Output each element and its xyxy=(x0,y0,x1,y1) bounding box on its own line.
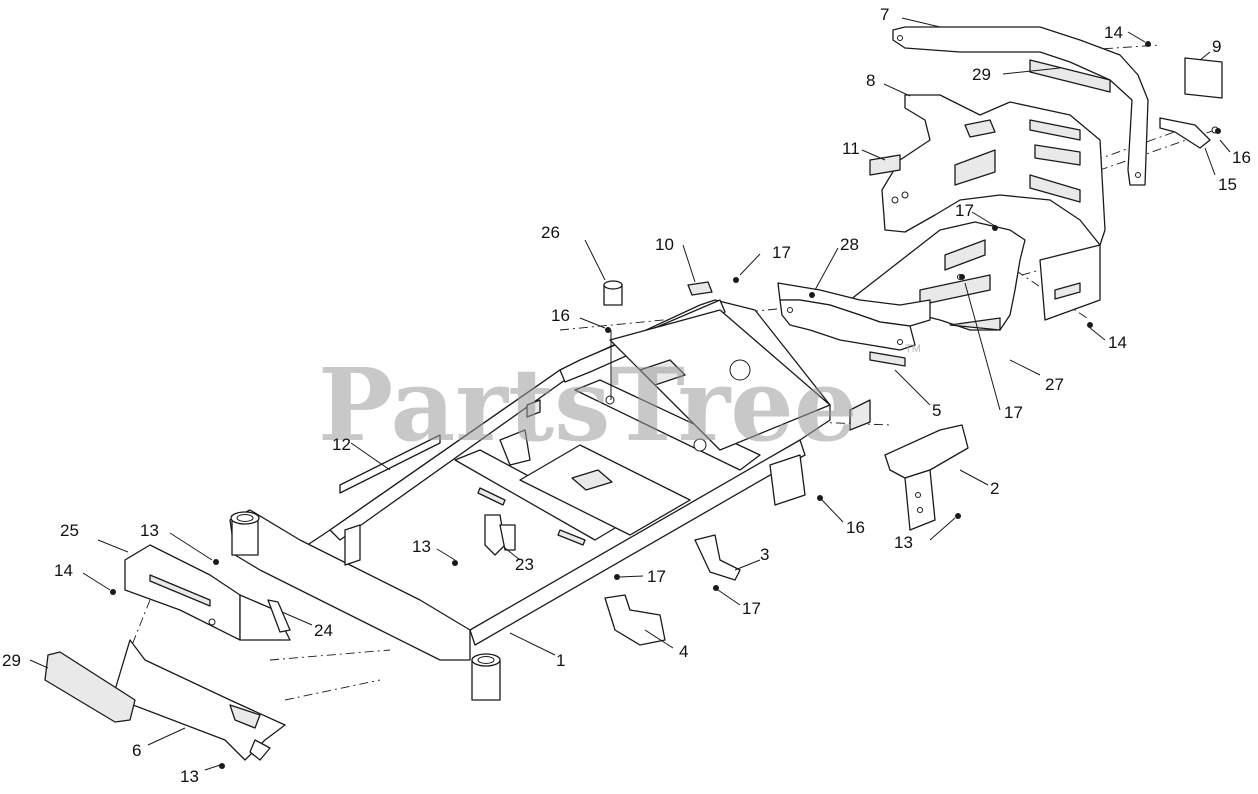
callout-23: 23 xyxy=(515,555,534,574)
callout-15: 15 xyxy=(1218,175,1237,194)
callout-9: 9 xyxy=(1212,37,1221,56)
callout-labels: 7 14 9 29 8 16 15 11 17 26 10 17 28 16 1… xyxy=(2,5,1251,786)
callout-13: 13 xyxy=(180,767,199,786)
part-29-upper-strip xyxy=(1029,59,1111,93)
callout-16: 16 xyxy=(551,306,570,325)
part-12-strip xyxy=(339,434,441,494)
part-26-bumper xyxy=(603,280,623,400)
part-6-front-skirt xyxy=(114,639,286,761)
callout-17: 17 xyxy=(955,201,974,220)
part-24-front-plate xyxy=(124,544,291,641)
callout-7: 7 xyxy=(880,5,889,24)
callout-1: 1 xyxy=(556,651,565,670)
callout-2: 2 xyxy=(990,479,999,498)
part-8-seat-support xyxy=(881,94,1106,246)
watermark-trademark: TM xyxy=(905,343,921,355)
callout-12: 12 xyxy=(332,435,351,454)
callout-11: 11 xyxy=(842,139,860,158)
callout-29: 29 xyxy=(972,65,991,84)
part-29-lower-strip xyxy=(44,651,136,723)
callout-3: 3 xyxy=(760,545,769,564)
callout-14: 14 xyxy=(1108,333,1127,352)
part-15-bracket xyxy=(1159,117,1219,149)
callout-13: 13 xyxy=(140,521,159,540)
callout-8: 8 xyxy=(866,71,875,90)
callout-17: 17 xyxy=(647,567,666,586)
callout-14: 14 xyxy=(54,561,73,580)
watermark: PartsTree TM xyxy=(318,343,921,464)
part-3-bracket xyxy=(694,534,741,581)
callout-6: 6 xyxy=(132,741,141,760)
callout-24: 25 xyxy=(60,521,79,540)
leader-lines xyxy=(29,17,1231,771)
callout-13: 13 xyxy=(894,533,913,552)
part-2-bracket xyxy=(884,424,969,531)
fasteners xyxy=(110,41,1221,769)
callout-25: 24 xyxy=(314,621,333,640)
callout-10: 10 xyxy=(655,235,674,254)
callout-16: 16 xyxy=(1232,148,1251,167)
callout-17: 17 xyxy=(772,243,791,262)
callout-28: 28 xyxy=(840,235,859,254)
callout-27: 27 xyxy=(1045,375,1064,394)
part-7-upper-panel xyxy=(892,26,1149,186)
part-27-seat-pan xyxy=(849,221,1101,331)
callout-17: 17 xyxy=(1004,403,1023,422)
callout-5: 5 xyxy=(932,401,941,420)
callout-16: 16 xyxy=(846,518,865,537)
watermark-text: PartsTree xyxy=(318,346,858,464)
part-9-plate xyxy=(1184,57,1223,99)
part-1-main-frame xyxy=(229,299,871,701)
callout-13: 13 xyxy=(412,537,431,556)
part-11-decal xyxy=(869,154,901,176)
part-23-bracket xyxy=(484,514,516,556)
callout-4: 4 xyxy=(679,642,688,661)
part-10-plate xyxy=(687,281,713,296)
part-25-clip xyxy=(267,599,291,633)
callout-17: 17 xyxy=(742,599,761,618)
callout-26: 26 xyxy=(541,223,560,242)
part-4-bracket xyxy=(604,594,666,646)
callout-29: 29 xyxy=(2,651,21,670)
part-5-rear-panel xyxy=(777,282,931,367)
callout-14: 14 xyxy=(1104,23,1123,42)
